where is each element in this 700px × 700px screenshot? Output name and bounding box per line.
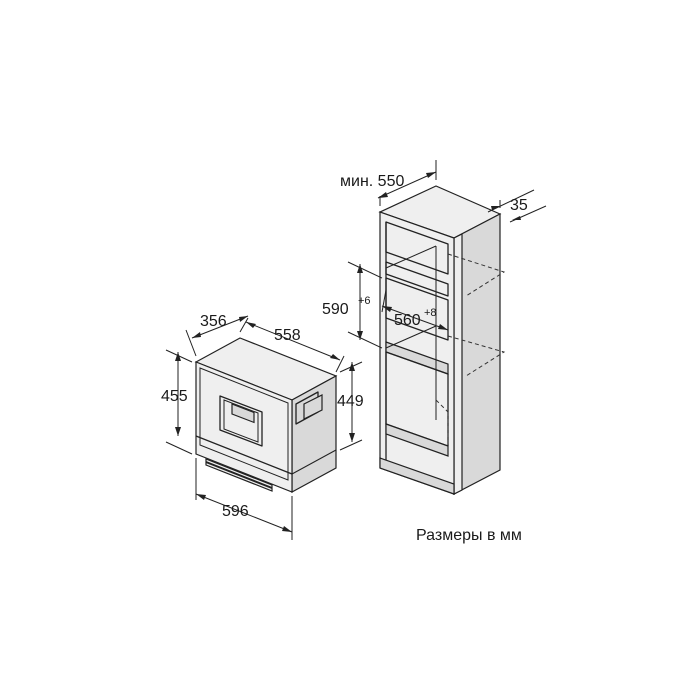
dimension-min-depth: мин. 550 [340,160,437,206]
min-depth-label: мин. 550 [340,173,404,190]
dimension-niche-width: 560 +8 [381,289,449,336]
appliance-drawing: 356 558 455 449 [161,313,364,540]
dimension-top-width: 558 [245,321,345,373]
drawer-handle [205,458,273,492]
niche [385,277,449,457]
dimension-front-width: 596 [195,458,293,540]
body-height-label: 449 [337,393,364,410]
total-height-label: 455 [161,388,188,405]
units-caption: Размеры в мм [416,527,522,544]
niche-width-tolerance: +8 [424,307,437,319]
dimension-body-height: 449 [337,361,364,451]
top-width-label: 558 [274,327,301,344]
dimension-panel: 35 [487,189,547,223]
depth-label: 356 [200,313,227,330]
dimension-niche-height: 590 +6 [322,261,383,349]
niche-width-label: 560 [394,312,421,329]
dimension-total-height: 455 [161,349,193,455]
panel-label: 35 [510,197,528,214]
niche-height-tolerance: +6 [358,295,371,307]
coffee-outlet [219,395,263,447]
front-width-label: 596 [222,503,249,520]
cabinet-drawing: мин. 550 35 590 +6 560 [322,160,547,495]
niche-height-label: 590 [322,301,349,318]
dimension-depth: 356 [185,313,249,357]
